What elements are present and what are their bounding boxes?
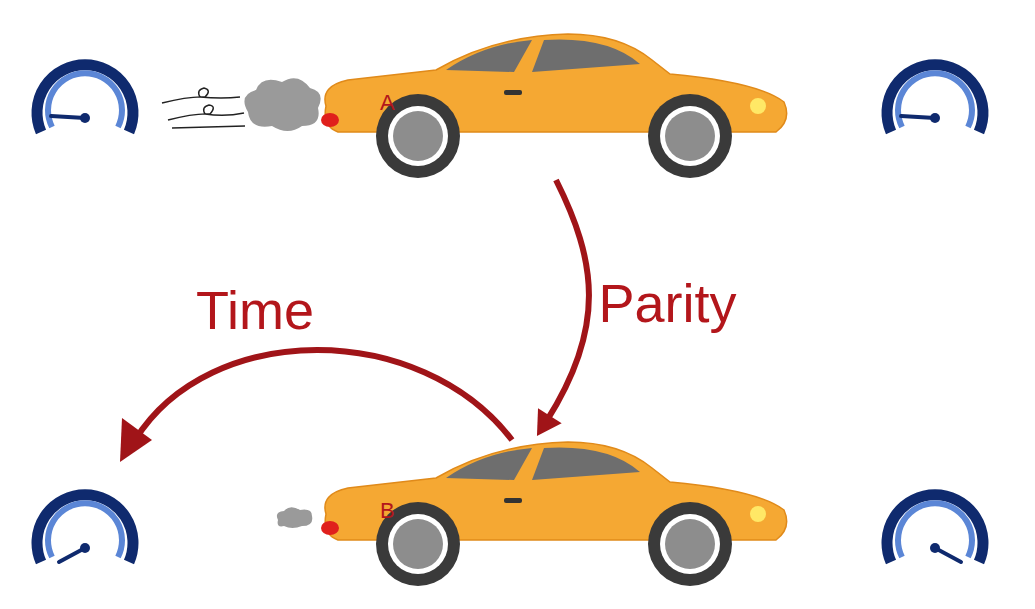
arrow-line	[547, 180, 589, 421]
exhaust-smoke	[162, 78, 321, 528]
time-arrow	[120, 350, 512, 462]
car-shape: B	[318, 436, 794, 588]
edge-label: Parity	[598, 273, 736, 333]
arrow-label: Time	[196, 280, 314, 340]
car-letter: A	[380, 92, 395, 114]
curved-arrow	[537, 180, 589, 436]
car-shape: A	[318, 28, 794, 180]
speed-gauge	[37, 65, 983, 562]
arrow-head	[537, 408, 562, 436]
car-letter: B	[380, 500, 395, 522]
